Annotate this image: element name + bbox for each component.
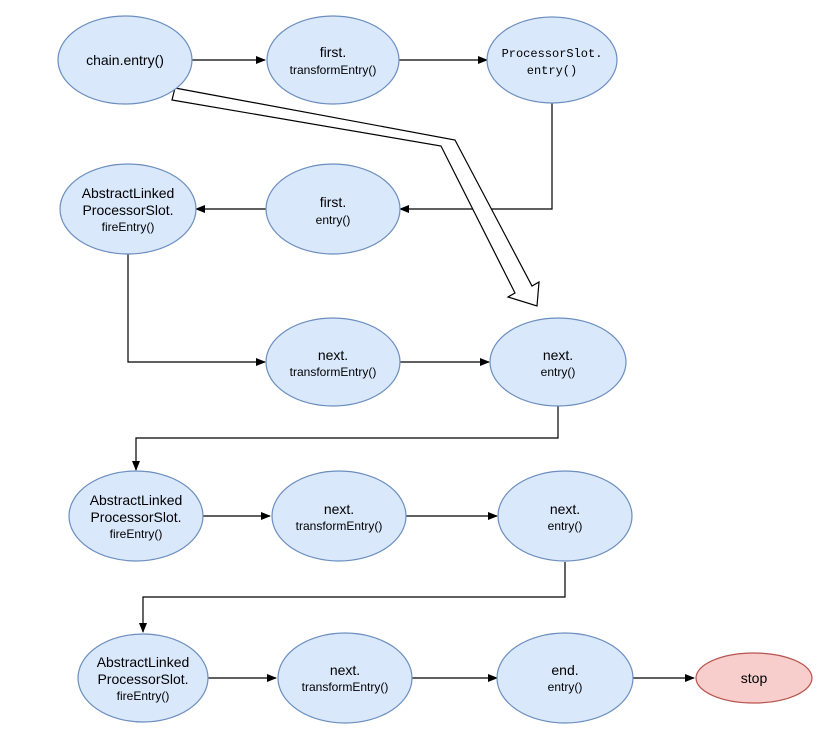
node-next-entry-2-line1: next. (550, 501, 580, 517)
node-next-entry-2: next. entry() (497, 470, 633, 562)
node-next-transform-3-line2: transformEntry() (302, 680, 389, 694)
node-next-transform-3-line1: next. (330, 662, 360, 678)
node-next-transform-3: next. transformEntry() (277, 632, 413, 724)
node-next-transform-1-line1: next. (318, 347, 348, 363)
node-next-transform-2-line2: transformEntry() (296, 519, 383, 533)
node-abstract-fire-3-line2: ProcessorSlot. (97, 671, 188, 687)
node-first-entry-line2: entry() (316, 213, 351, 227)
node-abstract-fire-2-line3: fireEntry() (110, 527, 163, 541)
node-abstract-fire-1-line2: ProcessorSlot. (82, 202, 173, 218)
node-stop-label: stop (741, 670, 768, 686)
node-next-entry-1-line1: next. (543, 347, 573, 363)
node-end-entry: end. entry() (496, 632, 634, 724)
node-abstract-fire-2-line2: ProcessorSlot. (90, 509, 181, 525)
node-first-transform: first. transformEntry() (266, 15, 400, 105)
node-abstract-fire-3-line1: AbstractLinked (97, 654, 190, 670)
node-stop: stop (695, 652, 813, 704)
node-processor-slot-entry-line2: entry() (527, 64, 577, 78)
node-next-entry-2-line2: entry() (548, 519, 583, 533)
node-end-entry-line2: entry() (548, 680, 583, 694)
node-abstract-fire-2: AbstractLinked ProcessorSlot. fireEntry(… (68, 470, 204, 562)
node-processor-slot-entry-line1: ProcessorSlot. (502, 47, 603, 61)
node-first-transform-line1: first. (320, 44, 346, 60)
node-abstract-fire-3-line3: fireEntry() (117, 689, 170, 703)
node-first-entry-line1: first. (320, 194, 346, 210)
node-next-transform-1-line2: transformEntry() (290, 365, 377, 379)
node-processor-slot-entry: ProcessorSlot. entry() (486, 16, 618, 104)
node-abstract-fire-1-line3: fireEntry() (102, 220, 155, 234)
edge-next-entry-1-to-abstract-2 (132, 406, 559, 471)
node-abstract-fire-1-line1: AbstractLinked (82, 185, 175, 201)
edge-next-entry-2-to-abstract-3 (139, 562, 566, 633)
node-chain-entry-label: chain.entry() (86, 52, 164, 68)
node-next-transform-2-line1: next. (324, 501, 354, 517)
node-abstract-fire-2-line1: AbstractLinked (90, 492, 183, 508)
edge-abstract-1-to-next-transform-1 (127, 254, 266, 366)
node-chain-entry: chain.entry() (57, 15, 193, 105)
node-abstract-fire-3: AbstractLinked ProcessorSlot. fireEntry(… (77, 633, 209, 723)
node-next-entry-1: next. entry() (489, 317, 627, 407)
node-first-entry: first. entry() (265, 163, 401, 255)
node-next-transform-1: next. transformEntry() (265, 317, 401, 407)
node-next-transform-2: next. transformEntry() (271, 470, 407, 562)
edges (127, 56, 695, 682)
node-next-entry-1-line2: entry() (541, 365, 576, 379)
edge-processor-slot-to-first-entry (399, 102, 553, 213)
node-abstract-fire-1: AbstractLinked ProcessorSlot. fireEntry(… (59, 163, 197, 255)
node-first-transform-line2: transformEntry() (290, 63, 377, 77)
hollow-flow-arrow (171, 87, 540, 307)
node-end-entry-line1: end. (551, 662, 578, 678)
